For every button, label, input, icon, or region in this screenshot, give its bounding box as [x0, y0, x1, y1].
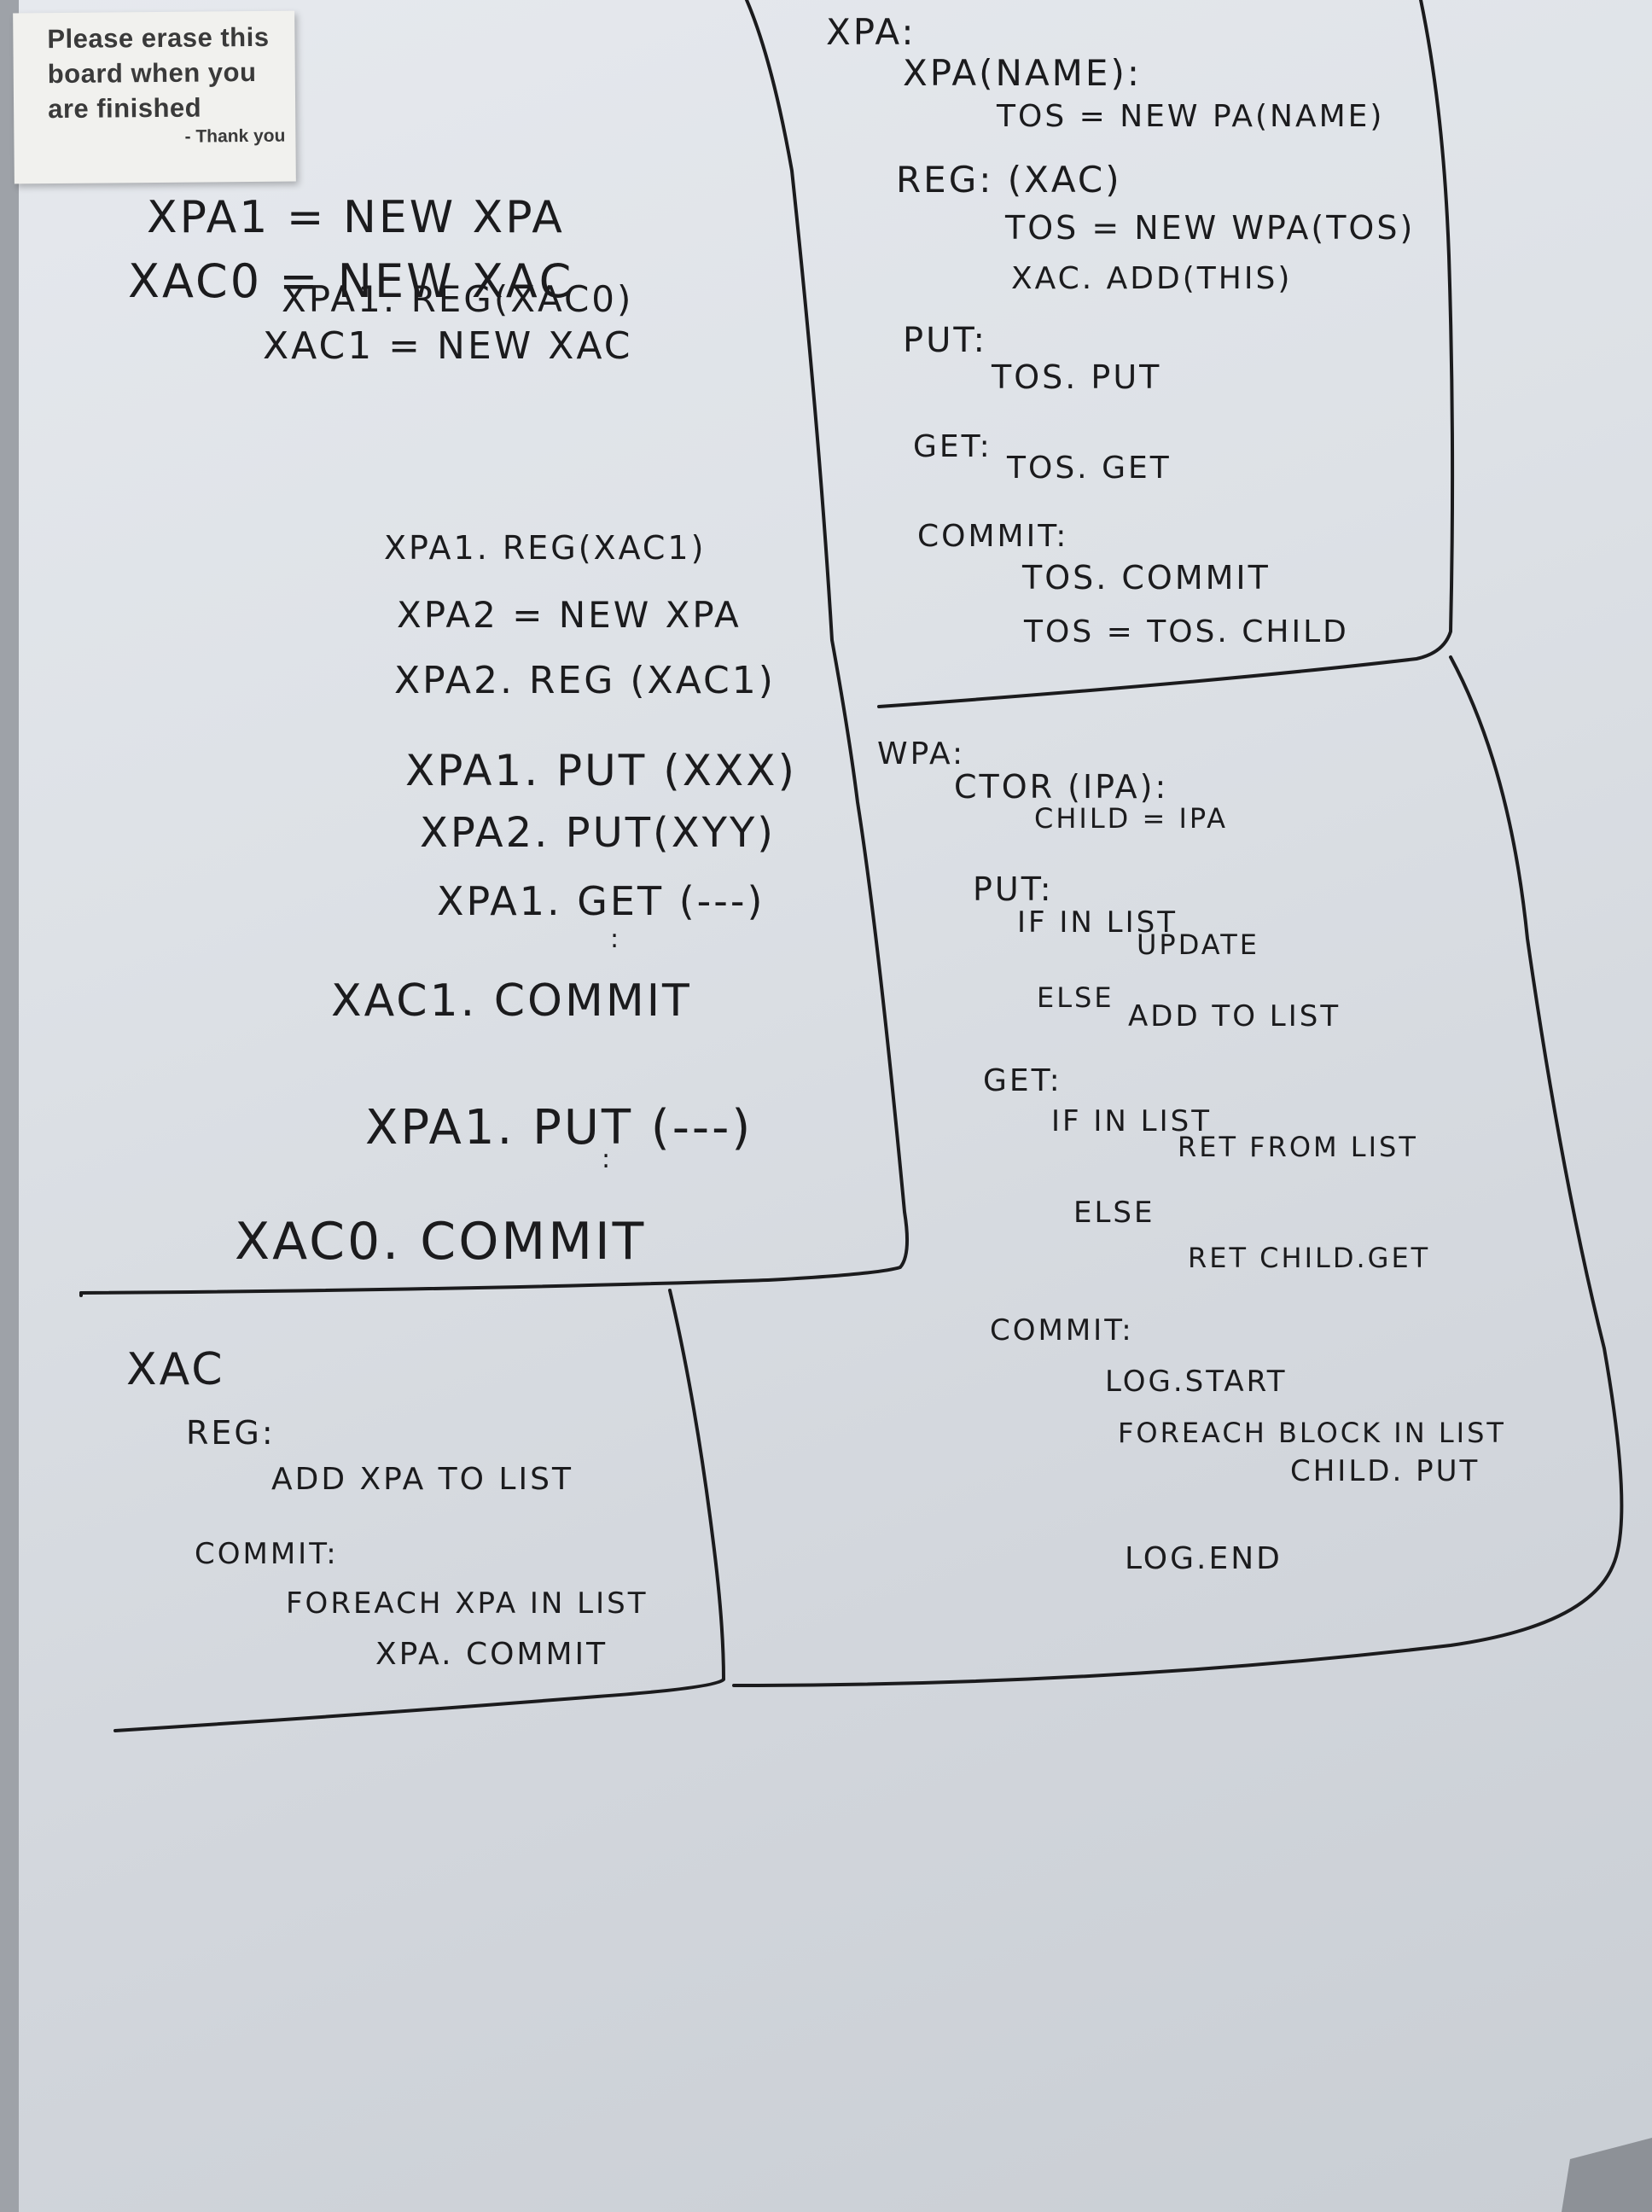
- main-code-line: XPA2. PUT(XYY): [420, 809, 776, 857]
- main-code-line: :: [610, 924, 621, 954]
- main-code-line: XPA2. REG (XAC1): [394, 659, 776, 702]
- xpa-box-line: TOS = NEW WPA(TOS): [1004, 209, 1415, 247]
- wpa-box-outline: [732, 655, 1624, 1687]
- xpa-box-line: TOS = NEW PA(NAME): [996, 99, 1384, 134]
- main-code-line: XPA1. GET (---): [437, 878, 765, 924]
- main-code-line: XPA1. REG(XAC0): [282, 278, 633, 320]
- erase-board-sign: Please erase this board when you are fin…: [13, 10, 296, 184]
- main-code-box-outline: [79, 0, 909, 1295]
- wpa-box-line: GET:: [983, 1063, 1062, 1098]
- wpa-box-line: ADD TO LIST: [1128, 999, 1341, 1033]
- xpa-box-line: PUT:: [903, 321, 987, 360]
- main-code: XPA1 = NEW XPA XAC0 = NEW XAC XPA1. REG(…: [128, 192, 797, 1272]
- xac-definition: XAC REG: ADD XPA TO LIST COMMIT: FOREACH…: [126, 1344, 648, 1672]
- wpa-box-line: IF IN LIST: [1051, 1104, 1212, 1138]
- wpa-box-line: PUT:: [973, 870, 1054, 908]
- wpa-box-line: RET CHILD.GET: [1188, 1242, 1430, 1274]
- xac-box-line: COMMIT:: [195, 1537, 339, 1571]
- wpa-box-line: LOG.END: [1125, 1541, 1283, 1576]
- xpa-definition: XPA: XPA(NAME): TOS = NEW PA(NAME) REG: …: [826, 11, 1415, 649]
- xac-box-line: REG:: [186, 1414, 276, 1452]
- xac-box-line: FOREACH XPA IN LIST: [286, 1586, 648, 1621]
- xpa-box-line: XPA:: [826, 11, 916, 53]
- wpa-box-line: CHILD. PUT: [1290, 1454, 1480, 1488]
- xpa-box-line: TOS. COMMIT: [1021, 559, 1271, 597]
- xpa-box-line: TOS. GET: [1006, 451, 1172, 486]
- board-tray: [1562, 2138, 1652, 2212]
- xpa-box-line: TOS. PUT: [991, 358, 1161, 396]
- board-edge: [0, 0, 19, 2212]
- xpa-box-line: XAC. ADD(THIS): [1011, 261, 1292, 296]
- xpa-box-line: XPA(NAME):: [903, 52, 1142, 94]
- main-code-line: XPA1. PUT (XXX): [405, 746, 797, 795]
- wpa-box-line: RET FROM LIST: [1178, 1131, 1418, 1163]
- xac-box-line: XAC: [126, 1344, 225, 1395]
- wpa-box-line: FOREACH BLOCK IN LIST: [1118, 1417, 1506, 1449]
- main-code-line: XPA2 = NEW XPA: [397, 594, 742, 636]
- xpa-box-line: REG: (XAC): [896, 159, 1122, 201]
- wpa-box-line: UPDATE: [1137, 928, 1259, 961]
- sign-line: board when you: [47, 56, 257, 90]
- main-code-line: XAC0 = NEW XAC: [128, 254, 573, 308]
- wpa-box-line: LOG.START: [1105, 1365, 1288, 1399]
- wpa-definition: WPA: CTOR (IPA): CHILD = IPA PUT: IF IN …: [877, 736, 1506, 1576]
- main-code-line: :: [602, 1144, 613, 1174]
- wpa-box-line: ELSE: [1037, 981, 1114, 1014]
- wpa-box-line: CHILD = IPA: [1034, 802, 1228, 835]
- main-code-line: XPA1 = NEW XPA: [147, 192, 565, 243]
- main-code-line: XPA1. REG(XAC1): [384, 529, 706, 567]
- xac-box-line: ADD XPA TO LIST: [271, 1462, 573, 1497]
- xpa-box-outline: [877, 0, 1455, 708]
- xac-box-outline: [79, 1289, 725, 1732]
- wpa-box-line: WPA:: [877, 736, 965, 771]
- wpa-box-line: IF IN LIST: [1017, 905, 1178, 940]
- main-code-line: XAC1. COMMIT: [331, 975, 692, 1027]
- sign-thanks: - Thank you: [184, 125, 286, 147]
- main-code-line: XAC0. COMMIT: [235, 1212, 646, 1272]
- wpa-box-line: CTOR (IPA):: [954, 768, 1168, 806]
- xpa-box-line: TOS = TOS. CHILD: [1023, 614, 1349, 649]
- wpa-box-line: ELSE: [1073, 1196, 1155, 1230]
- xac-box-line: XPA. COMMIT: [375, 1637, 608, 1672]
- wpa-box-line: COMMIT:: [990, 1313, 1134, 1348]
- main-code-line: XAC1 = NEW XAC: [263, 324, 632, 368]
- xpa-box-line: GET:: [913, 429, 992, 464]
- main-code-line: XPA1. PUT (---): [365, 1100, 753, 1155]
- xpa-box-line: COMMIT:: [917, 519, 1068, 554]
- sign-line: Please erase this: [47, 21, 270, 55]
- sign-line: are finished: [47, 92, 202, 125]
